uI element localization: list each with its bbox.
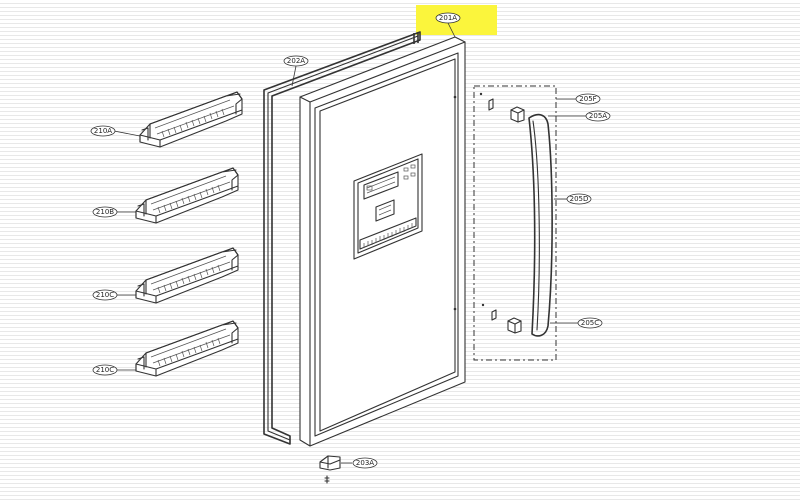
part-label: 210B: [96, 208, 114, 216]
handle-bar: [528, 113, 553, 337]
door-basket: [135, 167, 239, 224]
part-tag-201A: 201A: [435, 12, 461, 38]
part-tag-205F: 205F: [556, 93, 601, 105]
handle-cap-bottom: [507, 317, 522, 334]
handle-bracket: [479, 92, 497, 321]
door-basket: [135, 320, 239, 377]
part-tag-210C-lower: 210C: [92, 364, 136, 376]
water-ice-dispenser: [353, 153, 423, 260]
part-tag-205A: 205A: [548, 110, 611, 122]
bottom-hinge: [319, 455, 341, 484]
door-basket: [139, 91, 243, 148]
part-tag-205C: 205C: [550, 317, 603, 329]
door-basket: [135, 247, 239, 304]
handle-cap-top: [510, 106, 525, 123]
part-tag-210A: 210A: [90, 125, 141, 137]
part-label: 210A: [94, 127, 112, 135]
part-label: 205F: [579, 95, 596, 103]
handle-assembly-boundary: [473, 85, 557, 361]
part-tag-203A: 203A: [341, 457, 378, 469]
part-label: 205A: [589, 112, 607, 120]
part-label: 210C: [96, 291, 114, 299]
part-label: 210C: [96, 366, 114, 374]
door-gasket: [263, 31, 421, 445]
part-tag-210C: 210C: [92, 289, 136, 301]
part-label: 205C: [581, 319, 599, 327]
part-label: 202A: [287, 57, 305, 65]
part-label: 203A: [356, 459, 374, 467]
part-tag-202A: 202A: [283, 55, 309, 87]
part-label: 201A: [439, 14, 457, 22]
part-tag-210B: 210B: [92, 206, 136, 218]
part-label: 205D: [570, 195, 589, 203]
part-tag-205D: 205D: [554, 193, 592, 205]
